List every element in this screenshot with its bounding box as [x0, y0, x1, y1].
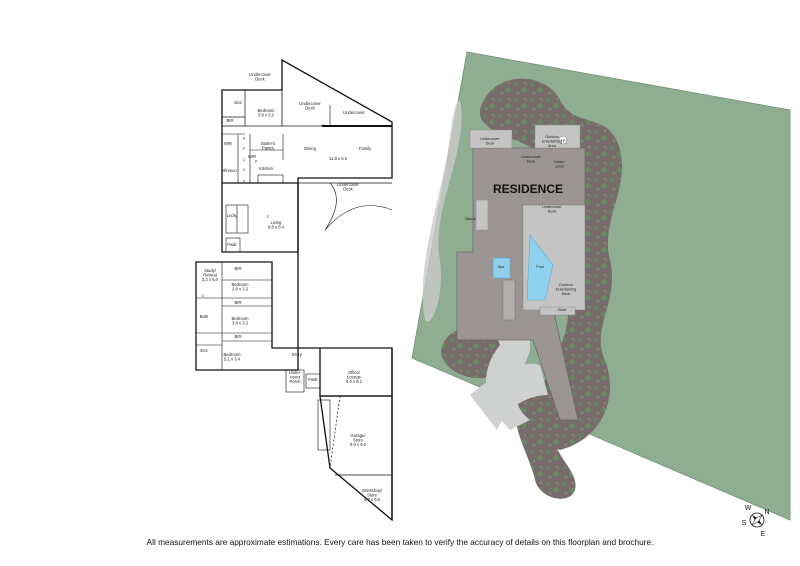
label-bir-a: BIR: [235, 266, 242, 271]
label-alfresco: Alfresco: [221, 168, 237, 173]
label-dining: Dining: [304, 146, 317, 151]
fixture-label: C: [202, 294, 205, 298]
label-bath: Bath: [200, 314, 209, 319]
compass-s: S: [742, 520, 747, 527]
garden-bed-north: [479, 78, 623, 451]
label-pwdr2: Pwdr: [308, 377, 318, 382]
site-plan: RESIDENCE: [411, 51, 791, 521]
driveway-curve: [470, 363, 548, 430]
fixture-label: F: [243, 180, 246, 184]
fixture-label: C: [322, 124, 325, 128]
label-lndry: Lndry: [227, 213, 238, 218]
label-bir-c: BIR: [235, 334, 242, 339]
label-entry: Entry: [292, 352, 303, 357]
spa: [492, 257, 511, 279]
compass-icon: N W S E: [742, 505, 770, 538]
label-sauna: Sauna: [465, 217, 477, 221]
garden-bed-strip: [515, 389, 576, 499]
wall-outline-garage: [319, 395, 393, 522]
label-bir-b: BIR: [235, 300, 242, 305]
pool: [526, 234, 554, 301]
floor-plan: [195, 58, 393, 522]
label-pool: Pool: [536, 265, 544, 269]
residence-label: RESIDENCE: [493, 182, 563, 196]
label-undercover: Under-cover: [554, 160, 566, 169]
label-dining-dims: 11.8 x 6.0: [329, 156, 348, 161]
label-spa: Spa: [498, 265, 506, 269]
label-family: Family: [359, 146, 372, 151]
wall-outline-entry: [298, 347, 393, 397]
label-store: Store: [557, 308, 566, 312]
label-bir-top: BIR: [227, 118, 234, 123]
fixture-label: F: [243, 147, 246, 151]
garden-path: [422, 100, 462, 322]
label-wir: WIR: [224, 141, 232, 146]
label-ens-low: Ens: [200, 348, 207, 353]
fixture-label: C: [243, 158, 246, 162]
compass-e: E: [761, 531, 766, 538]
label-kitchen: Kitchen: [259, 166, 274, 171]
fixture-label: P: [243, 137, 246, 141]
label-pwdr: Pwdr: [227, 242, 237, 247]
label-ens-top: Ens: [234, 100, 241, 105]
sauna-box: [475, 199, 489, 231]
label-wir2: WIR: [248, 154, 256, 159]
fixture-label: C: [267, 215, 270, 219]
disclaimer: All measurements are approximate estimat…: [146, 537, 654, 547]
compass-w: W: [745, 505, 752, 512]
label-fp: FP: [561, 139, 566, 143]
fixture-label: P: [255, 160, 258, 164]
label-undercover-small: Undercover: [343, 110, 365, 115]
compass-n: N: [764, 509, 769, 516]
fixture-label: C: [243, 168, 246, 172]
wall-outline-top: [221, 58, 393, 184]
